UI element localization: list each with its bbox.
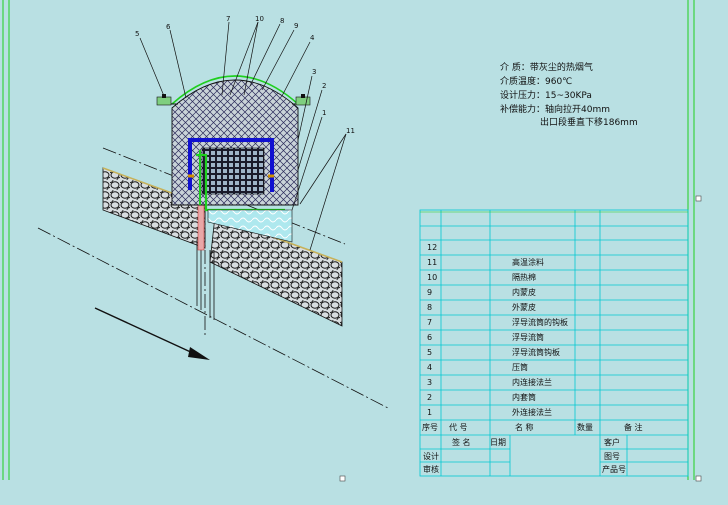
callout-3: 3 <box>312 68 316 76</box>
note-medium: 介 质：带灰尘的热烟气 <box>500 63 593 73</box>
title-sign: 签 名 <box>452 438 471 447</box>
callout-6: 6 <box>166 23 171 31</box>
title-review: 审核 <box>423 465 439 474</box>
part-no: 8 <box>427 303 433 312</box>
part-name: 隔热棉 <box>512 273 536 282</box>
note-temperature: 介质温度：960℃ <box>500 77 573 87</box>
callout-labels: 5 6 7 10 8 9 4 3 2 1 11 <box>135 15 355 135</box>
callout-11: 11 <box>346 127 355 135</box>
header-name: 名 称 <box>515 423 534 432</box>
callout-8: 8 <box>280 17 284 25</box>
part-no: 2 <box>427 393 433 402</box>
title-drawing-no: 图号 <box>604 452 620 461</box>
part-name: 浮导流筒 <box>512 333 544 342</box>
header-seq: 序号 <box>422 423 438 432</box>
note-compensation: 补偿能力：轴向拉开40mm <box>500 105 610 115</box>
part-name: 高温涂料 <box>512 258 544 267</box>
header-qty: 数量 <box>577 423 593 432</box>
part-name: 外蒙皮 <box>512 303 536 312</box>
part-name: 内套筒 <box>512 393 536 402</box>
callout-2: 2 <box>322 82 326 90</box>
callout-7: 7 <box>226 15 230 23</box>
part-no: 6 <box>427 333 433 342</box>
part-no: 4 <box>427 363 433 372</box>
header-remark: 备 注 <box>624 423 643 432</box>
part-name: 浮导流筒钩板 <box>512 348 560 357</box>
drawing-frame <box>2 0 702 482</box>
part-no: 5 <box>427 348 433 357</box>
callout-10: 10 <box>255 15 264 23</box>
callout-5: 5 <box>135 30 139 38</box>
header-code: 代 号 <box>449 423 468 432</box>
note-pressure: 设计压力：15~30KPa <box>500 91 592 101</box>
part-name: 压筒 <box>512 363 528 372</box>
expansion-joint-body <box>156 75 311 243</box>
parts-table-grid <box>419 209 689 477</box>
part-no: 3 <box>427 378 433 387</box>
outlet-pipe <box>196 204 215 320</box>
part-no: 11 <box>427 258 438 267</box>
part-no: 12 <box>427 243 438 252</box>
title-customer: 客户 <box>604 438 620 447</box>
part-name: 内连接法兰 <box>512 378 552 387</box>
part-name: 内蒙皮 <box>512 288 536 297</box>
part-name: 浮导流筒的钩板 <box>512 318 568 327</box>
part-no: 1 <box>427 408 433 417</box>
callout-9: 9 <box>294 22 298 30</box>
callout-4: 4 <box>310 34 315 42</box>
part-no: 10 <box>427 273 438 282</box>
title-product-no: 产品号 <box>602 465 626 474</box>
part-name: 外连接法兰 <box>512 408 552 417</box>
title-design: 设计 <box>423 452 439 461</box>
callout-leaders <box>139 21 347 251</box>
note-offset: 出口段垂直下移186mm <box>540 118 638 128</box>
flow-arrow <box>94 307 210 360</box>
part-no: 7 <box>427 318 433 327</box>
callout-1: 1 <box>322 109 326 117</box>
title-date: 日期 <box>490 438 506 447</box>
part-no: 9 <box>427 288 433 297</box>
